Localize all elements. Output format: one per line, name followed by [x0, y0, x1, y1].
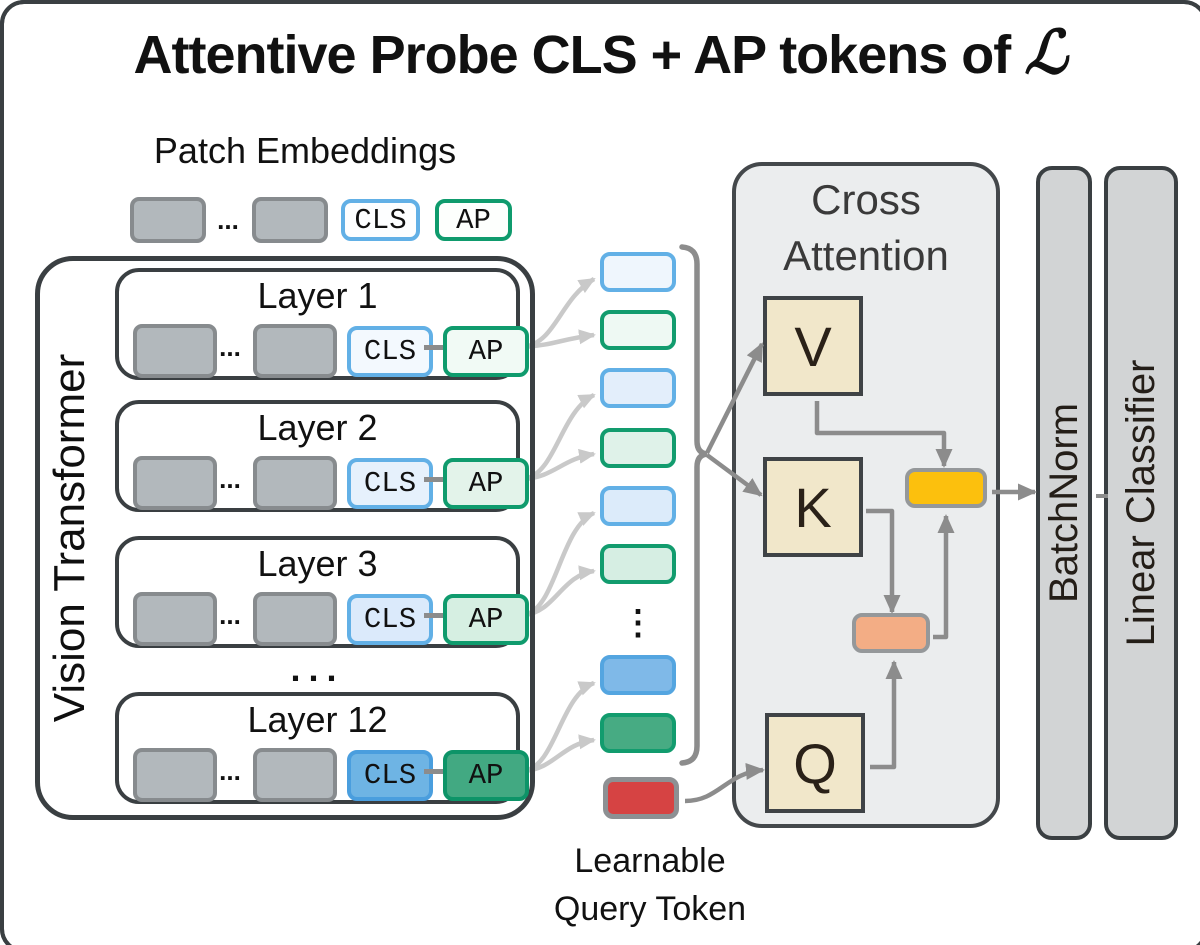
learnable-query-label: Learnable Query Token — [490, 838, 810, 933]
cross-attention-title-line1: Cross — [811, 176, 921, 223]
layer-1-box: Layer 1 ... CLS AP — [115, 268, 529, 380]
loss-symbol: ℒ — [1024, 18, 1067, 88]
linear-classifier-label: Linear Classifier — [1119, 359, 1163, 647]
collected-token-layer1-cls — [600, 252, 676, 292]
layer-title: Layer 3 — [257, 543, 378, 584]
attention-output-box — [905, 468, 987, 508]
attention-scores-box — [852, 613, 930, 653]
collected-token-layer12-ap — [600, 713, 676, 753]
ap-token-box: AP — [435, 199, 512, 241]
layer-2-box: Layer 2 ... CLS AP — [115, 400, 529, 512]
collected-token-layer12-cls — [600, 655, 676, 695]
ap-token-box: AP — [443, 326, 529, 377]
cross-attention-title: Cross Attention — [732, 172, 1000, 284]
learnable-query-line2: Query Token — [553, 889, 747, 928]
batchnorm-label: BatchNorm — [1042, 402, 1086, 604]
layer-title: Layer 2 — [257, 407, 378, 448]
vision-transformer-box — [35, 256, 535, 820]
ap-token-box: AP — [443, 458, 529, 509]
cls-token-box: CLS — [347, 326, 433, 377]
patch-embedding-box — [253, 456, 337, 510]
collected-token-layer2-cls — [600, 368, 676, 408]
cross-attention-title-line2: Attention — [783, 231, 949, 279]
layer-3-box: Layer 3 ... CLS AP — [115, 536, 529, 648]
patch-embedding-box — [253, 324, 337, 378]
patch-ellipsis: ... — [219, 464, 241, 494]
patch-ellipsis: ... — [217, 205, 239, 235]
collected-token-layer3-ap — [600, 544, 676, 584]
token-column-ellipsis: ⋮ — [621, 604, 655, 642]
cls-token-box: CLS — [341, 199, 420, 241]
patch-ellipsis: ... — [219, 600, 241, 630]
cls-ap-connector — [424, 477, 444, 482]
patch-embedding-box — [133, 324, 217, 378]
title-text: Attentive Probe CLS + AP tokens of — [133, 25, 1012, 85]
value-box: V — [763, 296, 863, 396]
patch-embedding-box — [133, 748, 217, 802]
patch-embedding-box — [133, 592, 217, 646]
learnable-query-token-box — [603, 777, 679, 819]
linear-classifier-bar — [1104, 166, 1178, 840]
patch-embedding-box — [133, 456, 217, 510]
collected-token-layer2-ap — [600, 428, 676, 468]
query-box: Q — [765, 713, 865, 813]
patch-embedding-box — [252, 197, 328, 243]
patch-ellipsis: ... — [219, 756, 241, 786]
vision-transformer-label: Vision Transformer — [45, 353, 94, 723]
cls-ap-connector — [424, 769, 444, 774]
collected-token-layer3-cls — [600, 486, 676, 526]
patch-embeddings-label: Patch Embeddings — [153, 130, 457, 171]
cls-token-box: CLS — [347, 750, 433, 801]
cls-ap-connector — [424, 345, 444, 350]
cls-token-box: CLS — [347, 594, 433, 645]
token-collection-bracket — [679, 244, 708, 766]
patch-embedding-box — [130, 197, 206, 243]
cls-ap-connector — [424, 613, 444, 618]
layers-ellipsis: ... — [290, 648, 345, 689]
layer-title: Layer 1 — [257, 275, 378, 316]
cls-token-box: CLS — [347, 458, 433, 509]
collected-token-layer1-ap — [600, 310, 676, 350]
patch-embedding-box — [253, 592, 337, 646]
ap-token-box: AP — [443, 750, 529, 801]
layer-12-box: Layer 12 ... CLS AP — [115, 692, 529, 804]
patch-embedding-box — [253, 748, 337, 802]
key-box: K — [763, 457, 863, 557]
batchnorm-bar — [1036, 166, 1092, 840]
learnable-query-line1: Learnable — [574, 842, 726, 880]
patch-ellipsis: ... — [219, 332, 241, 362]
layer-title: Layer 12 — [247, 699, 388, 740]
ap-token-box: AP — [443, 594, 529, 645]
